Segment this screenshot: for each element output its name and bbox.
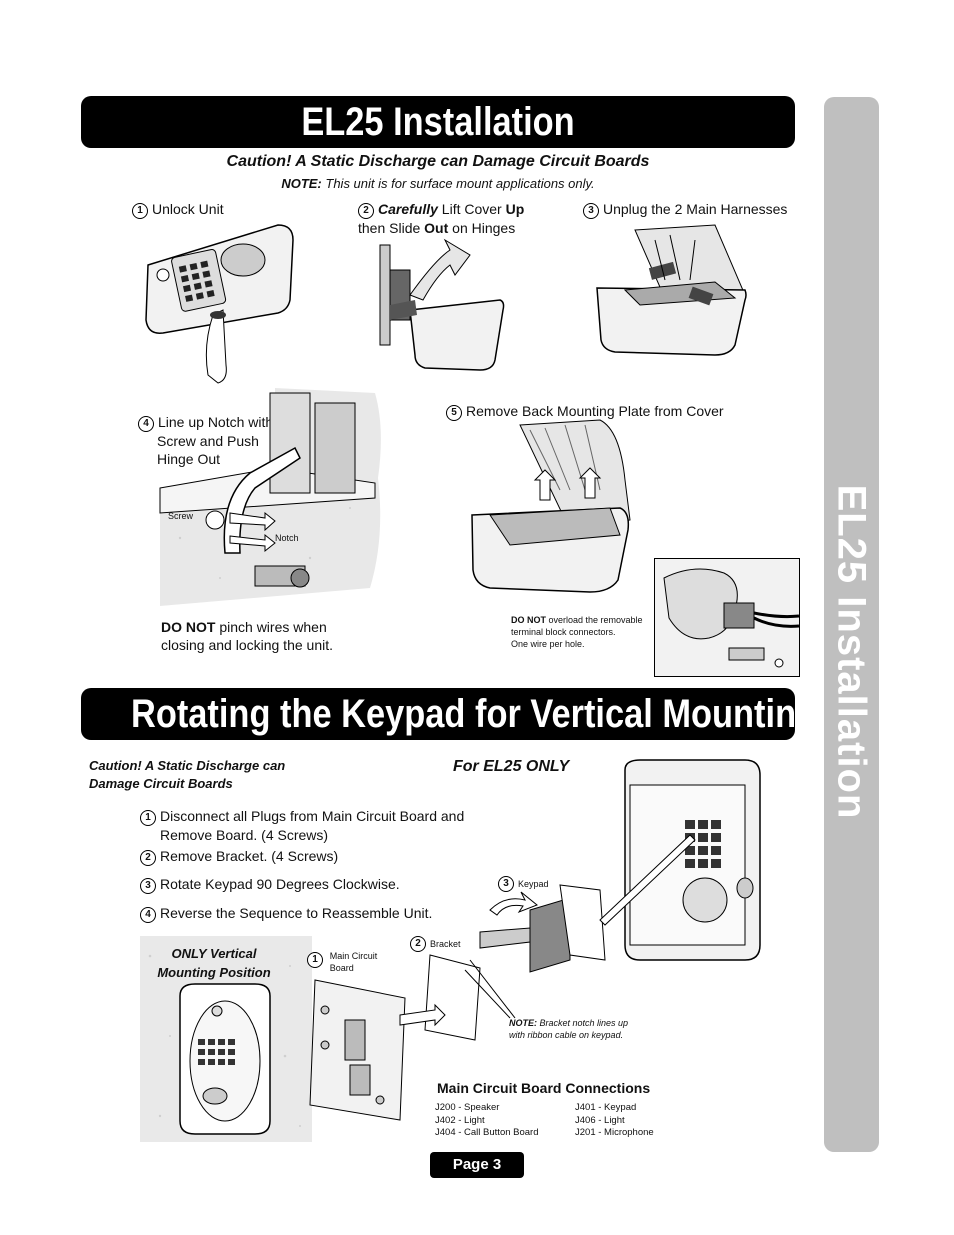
overload-warning-label: DO NOT	[511, 615, 546, 625]
install-note-text: This unit is for surface mount applicati…	[325, 176, 595, 191]
lift-cover-illustration	[379, 238, 505, 371]
notch-screw-illustration	[159, 388, 381, 606]
for-el25-only: For EL25 ONLY	[453, 758, 570, 775]
page-number: Page 3	[430, 1152, 524, 1178]
connection-item: J404 - Call Button Board	[435, 1127, 539, 1138]
vertical-mounting-illustration	[140, 936, 312, 1142]
keypad-label: 3 Keypad	[498, 876, 549, 892]
connection-item: J402 - Light	[435, 1114, 485, 1126]
pinch-warning: DO NOT pinch wires when closing and lock…	[161, 618, 333, 654]
step-text: Unplug the 2 Main Harnesses	[603, 201, 788, 217]
step-number: 3	[498, 876, 514, 892]
rotate-caution: Caution! A Static Discharge can Damage C…	[89, 757, 285, 793]
unlock-unit-illustration	[145, 224, 294, 384]
side-tab	[824, 97, 879, 1152]
install-caution-text: Caution! A Static Discharge can Damage C…	[226, 153, 650, 170]
step-line: Hinge Out	[157, 451, 221, 467]
bracket-note-label: NOTE:	[509, 1018, 537, 1028]
main-board-label: 1 Main Circuit Board	[307, 950, 377, 974]
step-number: 2	[140, 850, 156, 866]
connections-title: Main Circuit Board Connections	[437, 1080, 651, 1096]
notch-label: Notch	[275, 533, 299, 543]
bracket-note: NOTE: Bracket notch lines up with ribbon…	[509, 1017, 628, 1041]
bracket-label-text: Bracket	[430, 939, 461, 949]
main-board-label-line-1: Main Circuit	[329, 951, 378, 961]
overload-warning-text-2: terminal block connectors.	[511, 627, 616, 637]
rotate-title: Rotating the Keypad for Vertical Mountin…	[130, 692, 818, 736]
screw-label: Screw	[168, 511, 194, 521]
step-number: 1	[307, 952, 323, 968]
step-text: Unlock Unit	[152, 201, 224, 217]
step-number: 4	[140, 907, 156, 923]
step-text: then Slide	[358, 220, 425, 236]
connection-item: J201 - Microphone	[575, 1127, 654, 1138]
step-number: 3	[583, 203, 599, 219]
step-line: Screw and Push	[157, 433, 259, 449]
rotate-banner: Rotating the Keypad for Vertical Mountin…	[81, 688, 818, 740]
main-board-label-line-2: Board	[329, 963, 354, 973]
connection-item: J200 - Speaker	[435, 1102, 500, 1113]
install-banner: EL25 Installation	[81, 96, 795, 148]
connections-right: J401 - Keypad J406 - Light J201 - Microp…	[575, 1102, 654, 1140]
step-emphasis: Carefully	[378, 201, 438, 217]
step-text: Lift Cover	[437, 201, 506, 217]
install-title: EL25 Installation	[301, 100, 575, 144]
pinch-warning-text: pinch wires when	[215, 619, 327, 635]
remove-plate-illustration	[471, 419, 631, 593]
side-tab-title: EL25 Installation	[829, 484, 874, 820]
step-number: 5	[446, 405, 462, 421]
step-number: 2	[410, 936, 426, 952]
install-note-label: NOTE:	[281, 176, 322, 191]
vertical-label-line-2: Mounting Position	[157, 965, 271, 980]
rotate-caution-line-1: Caution! A Static Discharge can	[89, 758, 286, 773]
unplug-harnesses-illustration	[596, 224, 747, 356]
overload-warning-text-3: One wire per hole.	[511, 639, 585, 649]
bracket-note-text: Bracket notch lines up	[537, 1018, 629, 1028]
vertical-label-line-1: ONLY Vertical	[171, 946, 257, 961]
step-line: Remove Board. (4 Screws)	[160, 827, 329, 843]
step-line: Line up Notch with	[158, 414, 274, 430]
terminal-block-photo	[654, 558, 800, 677]
step-bold: Up	[505, 201, 525, 217]
step-line: Reverse the Sequence to Reassemble Unit.	[160, 905, 433, 921]
rotate-caution-line-2: Damage Circuit Boards	[89, 776, 233, 791]
overload-warning-text: overload the removable	[546, 615, 643, 625]
exploded-view-illustration	[309, 759, 761, 1121]
step-line: Remove Bracket. (4 Screws)	[160, 848, 339, 864]
step-number: 1	[140, 810, 156, 826]
step-text: Remove Back Mounting Plate from Cover	[466, 403, 724, 419]
keypad-label-text: Keypad	[518, 879, 549, 889]
connection-item: J401 - Keypad	[575, 1102, 637, 1113]
pinch-warning-label: DO NOT	[161, 619, 216, 635]
connections-left: J200 - Speaker J402 - Light J404 - Call …	[435, 1102, 539, 1140]
step-line: Disconnect all Plugs from Main Circuit B…	[160, 808, 465, 824]
bracket-note-text-2: with ribbon cable on keypad.	[509, 1030, 624, 1040]
pinch-warning-text-2: closing and locking the unit.	[161, 637, 333, 653]
bracket-label: 2 Bracket	[410, 936, 461, 952]
step-text: on Hinges	[448, 220, 516, 236]
install-caution: Caution! A Static Discharge can Damage C…	[81, 153, 795, 171]
overload-warning: DO NOT overload the removable terminal b…	[511, 614, 643, 650]
vertical-label: ONLY Vertical Mounting Position	[148, 944, 280, 982]
step-number: 1	[132, 203, 148, 219]
install-note: NOTE: This unit is for surface mount app…	[81, 176, 795, 191]
step-line: Rotate Keypad 90 Degrees Clockwise.	[160, 876, 400, 892]
connection-item: J406 - Light	[575, 1114, 625, 1126]
step-number: 4	[138, 416, 154, 432]
step-number: 3	[140, 878, 156, 894]
step-number: 2	[358, 203, 374, 219]
step-bold: Out	[424, 220, 449, 236]
